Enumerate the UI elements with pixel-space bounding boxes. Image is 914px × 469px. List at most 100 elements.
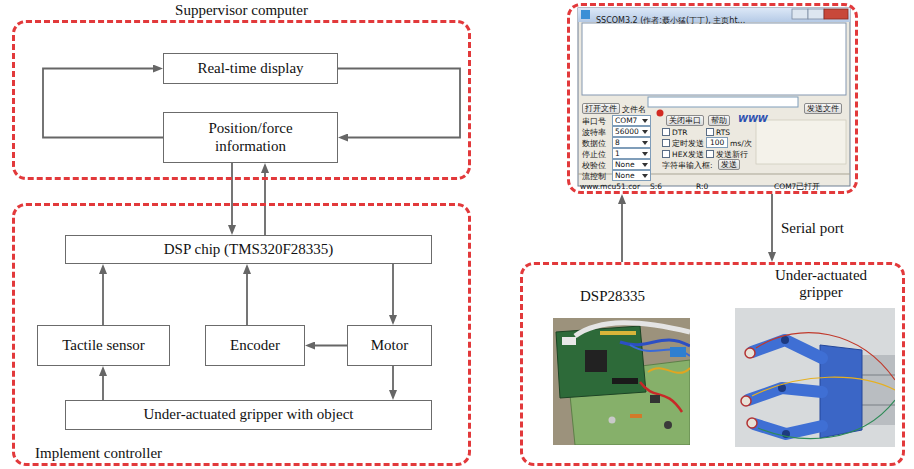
dsp-board-photo xyxy=(553,318,690,445)
text-slot: 字符串输入框: xyxy=(662,154,713,172)
text-slot: COM7已打开 xyxy=(774,175,820,193)
process-box: Position/force information xyxy=(163,112,338,163)
serial-tool-screenshot xyxy=(578,8,850,186)
text-slot: None xyxy=(612,153,651,171)
tactile-pad xyxy=(747,418,757,428)
text-slot: www.mcu51.cor xyxy=(580,175,640,193)
screen-text: 校验位 xyxy=(582,161,606,170)
screen-text: 56000 xyxy=(612,126,651,137)
receive-area xyxy=(582,23,846,95)
screen-text: 帮助 xyxy=(708,115,730,126)
text-slot: WWW xyxy=(738,108,768,126)
screen-text: None xyxy=(612,170,651,181)
region-heading: Suppervisor computer xyxy=(175,2,308,19)
flow-arrow xyxy=(102,374,104,400)
tactile-pad xyxy=(745,348,755,358)
region-frame: Implement controller DSP chip (TMS320F283… xyxy=(12,203,471,466)
screen-text: 串口号 xyxy=(582,117,606,126)
wire xyxy=(648,368,690,373)
resistor-symbol xyxy=(630,414,642,418)
text-slot: 波特率 xyxy=(582,121,606,139)
process-box: Motor xyxy=(347,325,432,366)
screen-text: 1 xyxy=(612,148,651,159)
text-slot: S:6 xyxy=(650,175,662,193)
screen-text: 发送 xyxy=(718,159,740,170)
text-slot: Serial port xyxy=(780,219,845,237)
box-label: DSP chip (TMS320F28335) xyxy=(164,241,333,258)
screen-text: 字符串输入框: xyxy=(662,161,713,170)
flow-arrow xyxy=(392,366,394,392)
screen-text: 流控制 xyxy=(582,172,606,181)
region-heading: Implement controller xyxy=(35,445,162,462)
text-slot: 定时发送 xyxy=(662,132,704,150)
process-box: DSP chip (TMS320F28335) xyxy=(65,235,432,264)
gripper-photo xyxy=(735,308,895,447)
minimize-button xyxy=(792,9,808,19)
connector xyxy=(562,337,576,345)
process-box: Under-actuated gripper with object xyxy=(65,400,432,430)
text-slot: 发送文件 xyxy=(804,97,842,115)
info-panel xyxy=(756,120,846,164)
edge-label: Serial port xyxy=(780,220,845,237)
screen-text: COM7已打开 xyxy=(774,182,820,191)
wire xyxy=(630,345,690,356)
file-input xyxy=(648,97,798,107)
box-label: Position/force information xyxy=(186,120,316,155)
text-slot: 帮助 xyxy=(708,109,730,127)
flow-arrow xyxy=(43,69,163,138)
screen-text: DTR xyxy=(662,128,688,137)
pin-header xyxy=(600,331,636,335)
led xyxy=(609,417,616,424)
box-label: Encoder xyxy=(230,337,280,354)
capacitor xyxy=(664,421,672,429)
text-slot: 56000 xyxy=(612,120,651,138)
text-slot: 打开文件 xyxy=(582,97,620,115)
box-label: Motor xyxy=(371,337,409,354)
flow-arrow xyxy=(338,69,460,138)
flow-arrow xyxy=(313,345,347,347)
wire xyxy=(756,333,895,380)
screen-text: 打开文件 xyxy=(582,103,620,114)
text-slot: 100 xyxy=(706,131,728,149)
flow-arrow xyxy=(102,272,104,325)
region-frame: Suppervisor computerReal-time displayPos… xyxy=(12,20,471,180)
process-box: Real-time display xyxy=(163,53,338,84)
screen-text: None xyxy=(612,159,651,170)
text-slot: 数据位 xyxy=(582,132,606,150)
screen-text: HEX发送 xyxy=(662,150,704,159)
window-frame xyxy=(578,8,850,186)
close-button xyxy=(824,9,848,19)
wire xyxy=(640,382,682,412)
screen-text: 定时发送 xyxy=(662,139,704,148)
screen-text: 发送新行 xyxy=(706,150,748,159)
text-slot: 串口号 xyxy=(582,110,606,128)
text-slot: HEX发送 xyxy=(662,143,704,161)
text-slot: SSCOM3.2 (作者:聂小猛(丁丁), 主页ht... xyxy=(596,9,745,27)
wire xyxy=(752,377,895,396)
window-icon xyxy=(581,10,590,19)
screen-text: S:6 xyxy=(650,182,662,191)
text-slot: Implement controller xyxy=(35,444,162,462)
screen-text: WWW xyxy=(738,115,768,124)
screen-text: 数据位 xyxy=(582,139,606,148)
box-label: Under-actuated gripper with object xyxy=(143,406,353,423)
terminal-block xyxy=(670,347,686,357)
text-slot: Suppervisor computer xyxy=(15,1,468,19)
flow-arrow xyxy=(621,202,623,262)
process-box: Encoder xyxy=(205,325,305,366)
flow-arrow xyxy=(392,264,394,317)
screen-text: RTS xyxy=(706,128,730,137)
flow-arrow xyxy=(231,163,233,227)
wire xyxy=(758,400,895,438)
dsp-chip xyxy=(585,350,607,372)
photo-ground xyxy=(553,318,690,445)
maximize-button xyxy=(808,9,824,19)
text-slot: 发送 xyxy=(718,153,740,171)
text-slot: 1 xyxy=(612,142,651,160)
screen-text: 波特率 xyxy=(582,128,606,137)
screen-text: 关闭串口 xyxy=(666,115,704,126)
text-slot: DSP28335 xyxy=(580,287,645,305)
text-slot: 停止位 xyxy=(582,143,606,161)
